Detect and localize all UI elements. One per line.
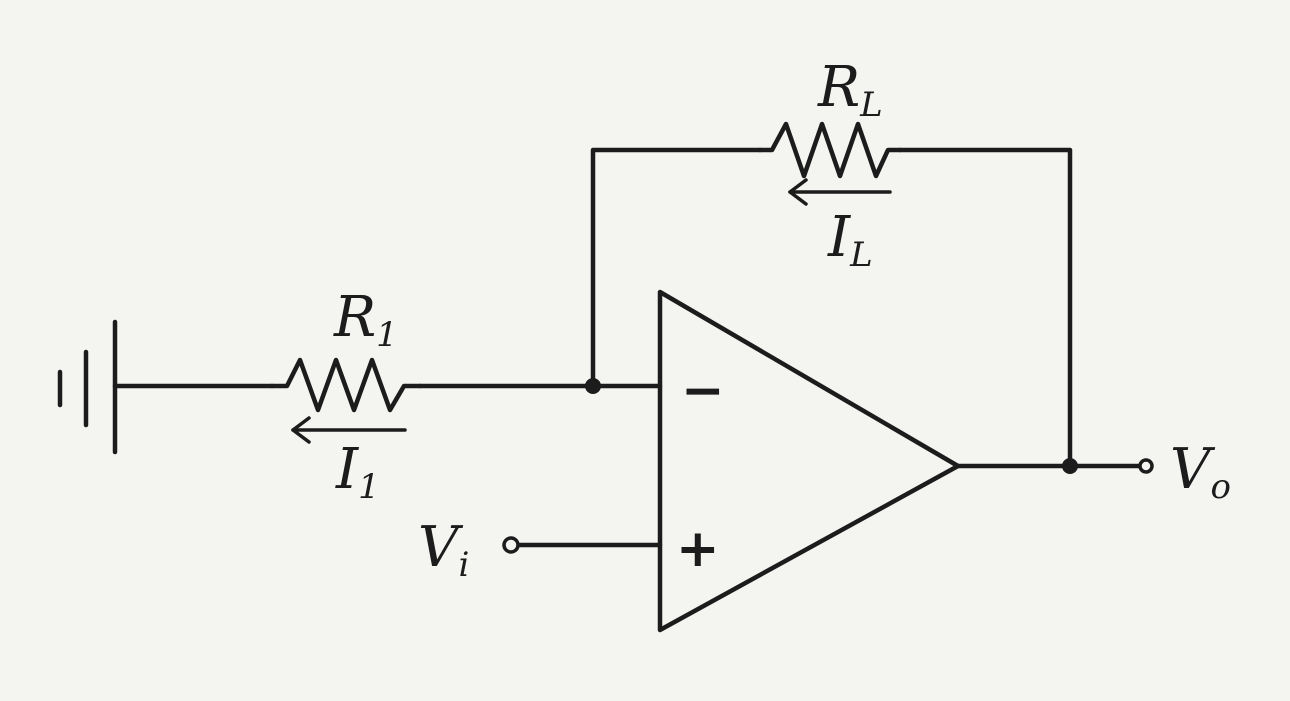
output-node <box>1062 458 1078 474</box>
noninverting-sign: + <box>676 519 720 579</box>
input-current-arrow <box>291 416 407 444</box>
input-voltage-label: Vi <box>418 515 469 585</box>
input-resistor-label: R1 <box>333 285 398 355</box>
ground-symbol <box>57 319 118 455</box>
feedback-current-arrow <box>788 178 892 206</box>
output-terminal <box>1138 458 1154 474</box>
inverting-sign: − <box>681 361 725 421</box>
wire-feedback-right <box>897 147 1073 469</box>
input-terminal <box>502 536 520 554</box>
feedback-resistor <box>757 121 903 179</box>
feedback-current-label: IL <box>827 205 873 275</box>
feedback-resistor-label: RL <box>817 55 883 125</box>
input-resistor <box>269 357 423 413</box>
wire-feedback-left <box>590 147 763 389</box>
output-voltage-label: Vo <box>1170 437 1231 507</box>
input-current-label: I1 <box>335 437 380 507</box>
op-amp-triangle <box>657 289 961 633</box>
